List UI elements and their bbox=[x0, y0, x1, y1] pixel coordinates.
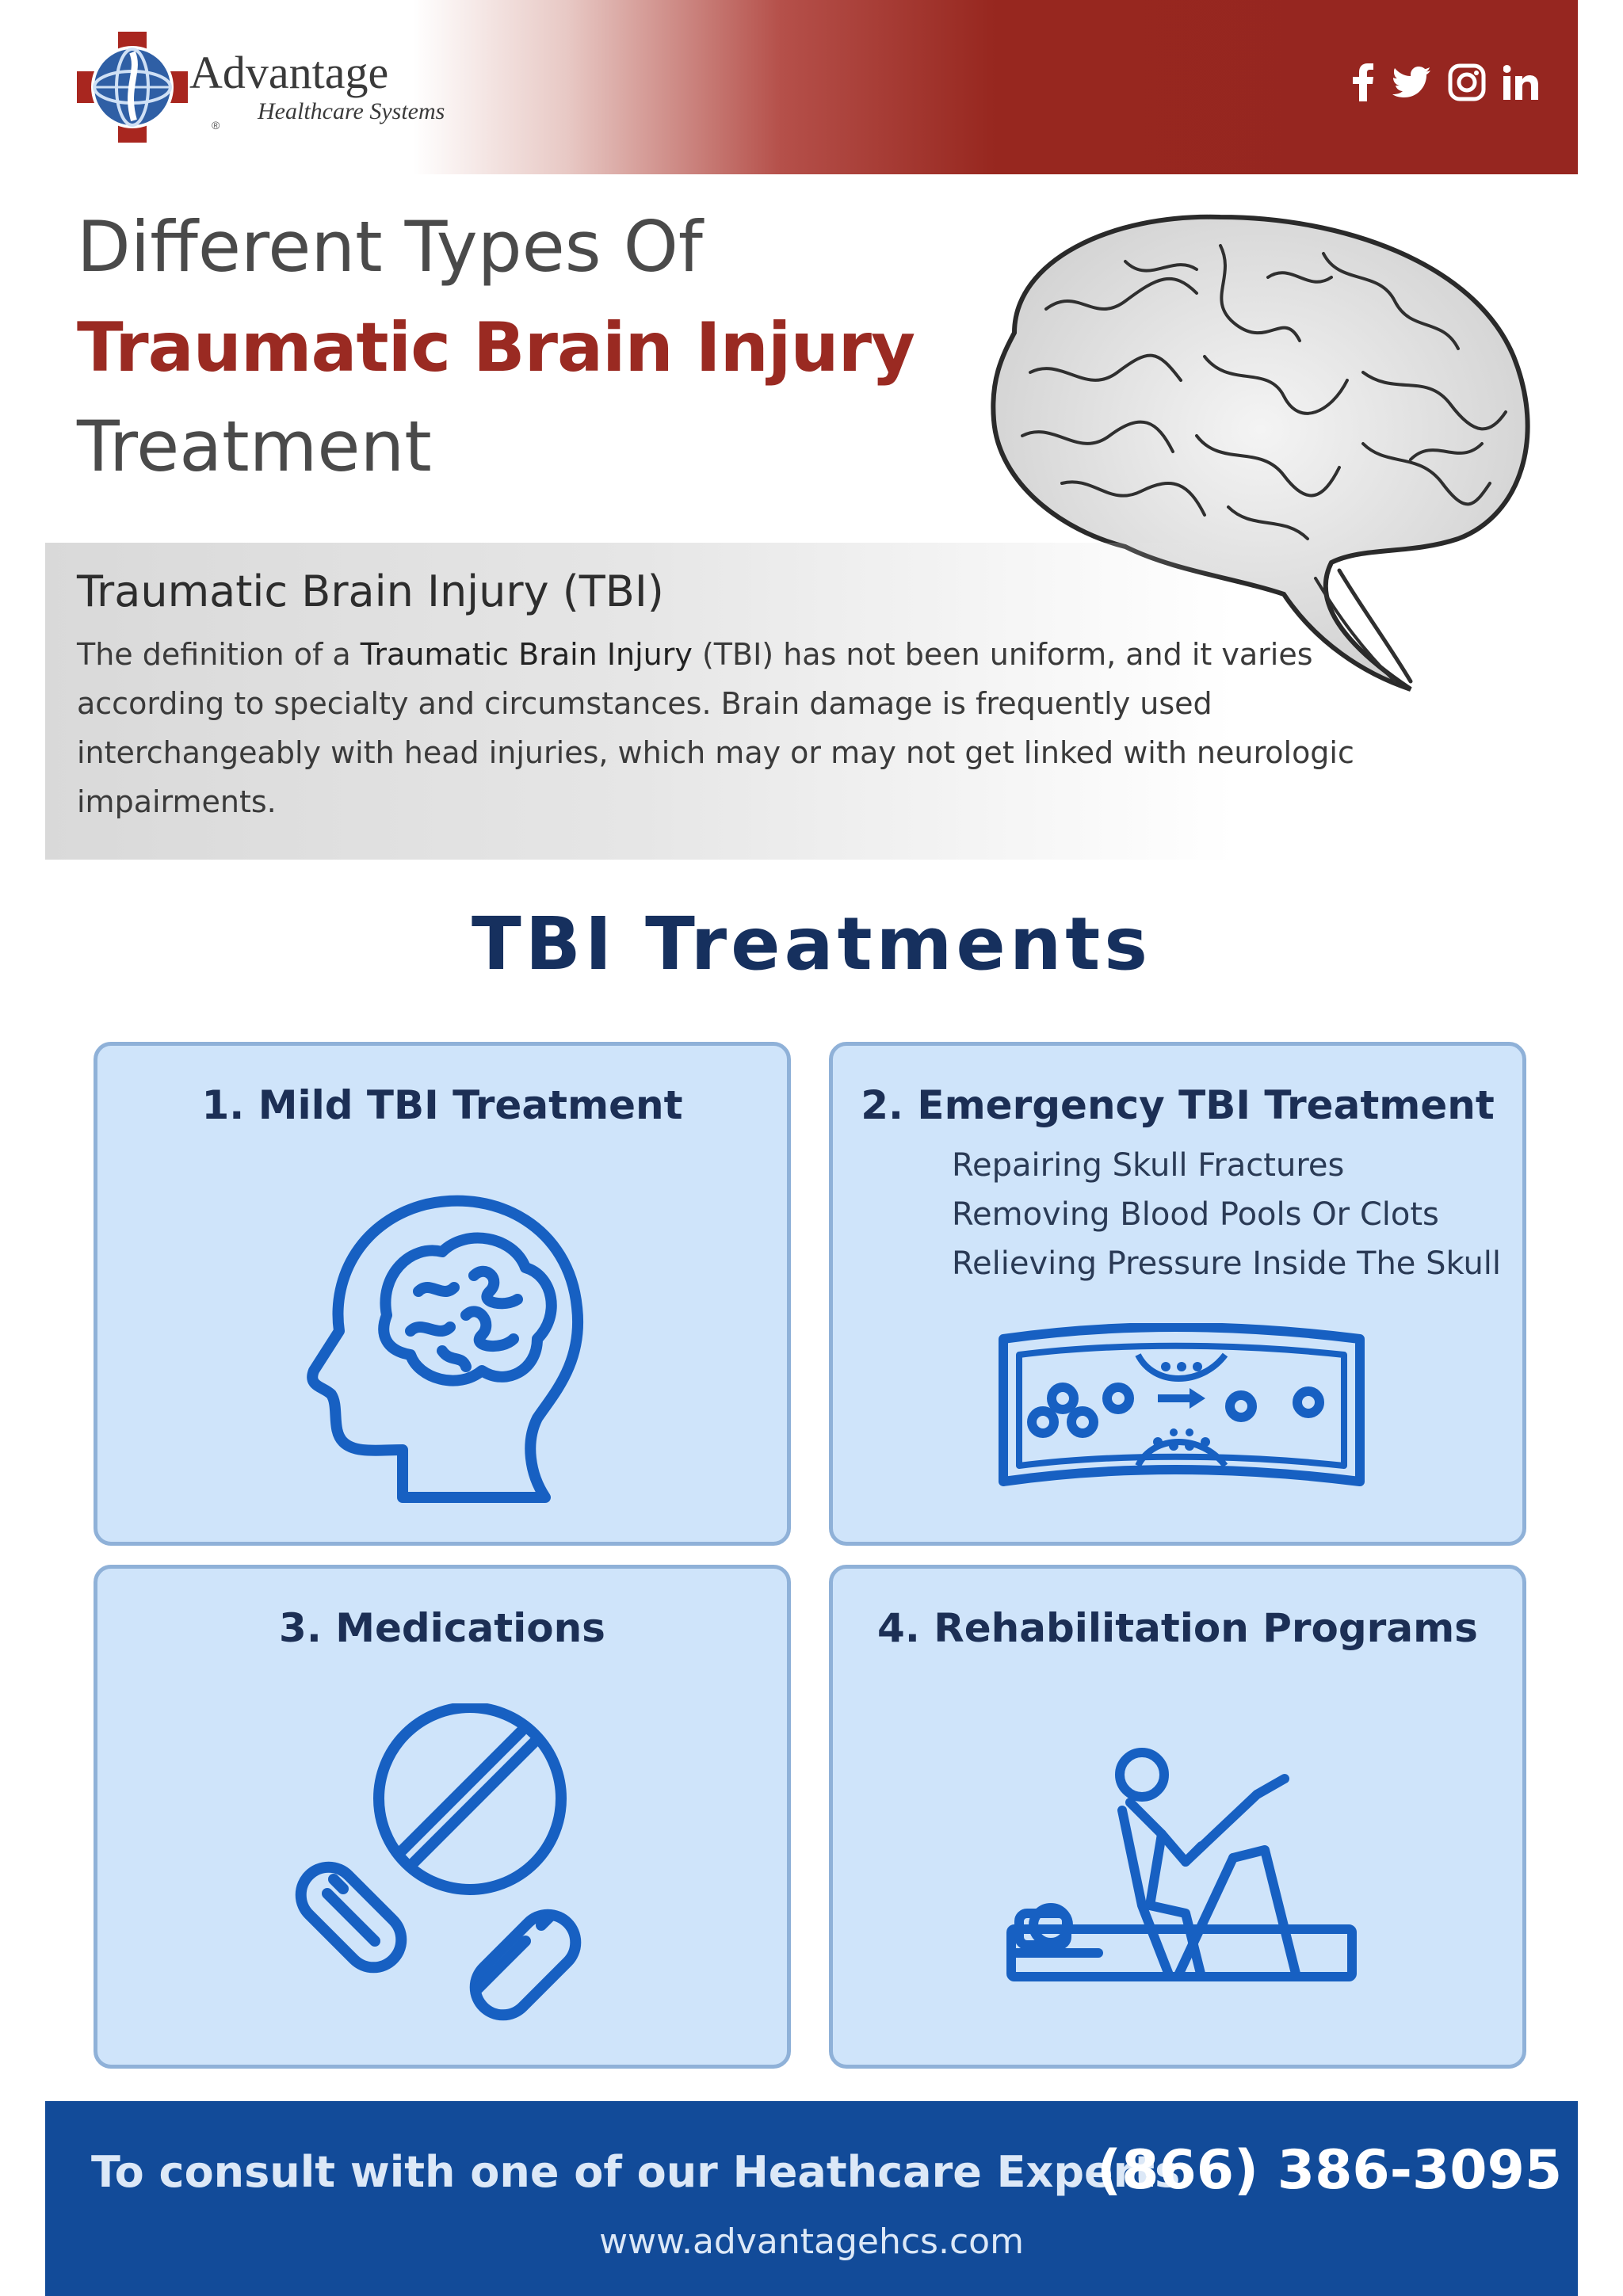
section-title: TBI Treatments bbox=[471, 902, 1152, 986]
footer-banner: To consult with one of our Heathcare Exp… bbox=[45, 2101, 1578, 2296]
definition-term: Traumatic Brain Injury bbox=[360, 637, 693, 672]
definition-heading: Traumatic Brain Injury (TBI) bbox=[77, 566, 664, 616]
card-title: 1. Mild TBI Treatment bbox=[201, 1082, 683, 1128]
linkedin-icon[interactable] bbox=[1503, 63, 1538, 101]
instagram-icon[interactable] bbox=[1448, 63, 1486, 101]
card-mild-tbi: 1. Mild TBI Treatment bbox=[94, 1042, 791, 1546]
card-emergency-tbi: 2. Emergency TBI Treatment Repairing Sku… bbox=[829, 1042, 1526, 1546]
card-title: 2. Emergency TBI Treatment bbox=[861, 1082, 1495, 1128]
social-links bbox=[1353, 63, 1538, 101]
title-line-2: Traumatic Brain Injury bbox=[77, 308, 915, 387]
website-link[interactable]: www.advantagehcs.com bbox=[599, 2222, 1024, 2262]
footer-cta-text: To consult with one of our Heathcare Exp… bbox=[91, 2147, 1181, 2197]
list-item: Removing Blood Pools Or Clots bbox=[952, 1196, 1439, 1233]
card-medications: 3. Medications bbox=[94, 1565, 791, 2069]
definition-text-after: (TBI) has not been uniform, and it varie… bbox=[77, 637, 1354, 819]
facebook-icon[interactable] bbox=[1353, 63, 1375, 101]
brand-name: Advantage bbox=[189, 47, 389, 98]
physiotherapy-icon bbox=[1006, 1748, 1357, 1981]
logo-cross-globe-icon bbox=[77, 32, 188, 143]
card-title: 3. Medications bbox=[279, 1605, 605, 1651]
list-item: Repairing Skull Fractures bbox=[952, 1147, 1345, 1184]
brand-subtitle: Healthcare Systems bbox=[258, 98, 445, 124]
header-banner: Advantage Healthcare Systems ® bbox=[45, 0, 1578, 174]
list-item: Relieving Pressure Inside The Skull bbox=[952, 1245, 1502, 1282]
main-title: Different Types Of Traumatic Brain Injur… bbox=[77, 212, 915, 482]
emergency-list: Repairing Skull Fractures Removing Blood… bbox=[952, 1141, 1501, 1288]
title-line-1: Different Types Of bbox=[77, 206, 703, 288]
brand-logo[interactable]: Advantage Healthcare Systems ® bbox=[77, 32, 489, 143]
head-brain-icon bbox=[307, 1195, 584, 1503]
phone-number-link[interactable]: (866) 386-3095 bbox=[1097, 2139, 1563, 2202]
definition-text: The definition of a Traumatic Brain Inju… bbox=[77, 630, 1392, 826]
title-line-3: Treatment bbox=[77, 406, 432, 487]
card-rehabilitation: 4. Rehabilitation Programs bbox=[829, 1565, 1526, 2069]
definition-box: Traumatic Brain Injury (TBI) The definit… bbox=[45, 543, 1354, 860]
registered-mark: ® bbox=[212, 119, 220, 132]
pills-icon bbox=[295, 1703, 582, 2021]
card-title: 4. Rehabilitation Programs bbox=[877, 1605, 1478, 1651]
twitter-icon[interactable] bbox=[1392, 63, 1430, 101]
brain-illustration-icon bbox=[991, 214, 1530, 692]
definition-text-before: The definition of a bbox=[77, 637, 361, 672]
blood-vessel-clot-icon bbox=[999, 1323, 1365, 1486]
